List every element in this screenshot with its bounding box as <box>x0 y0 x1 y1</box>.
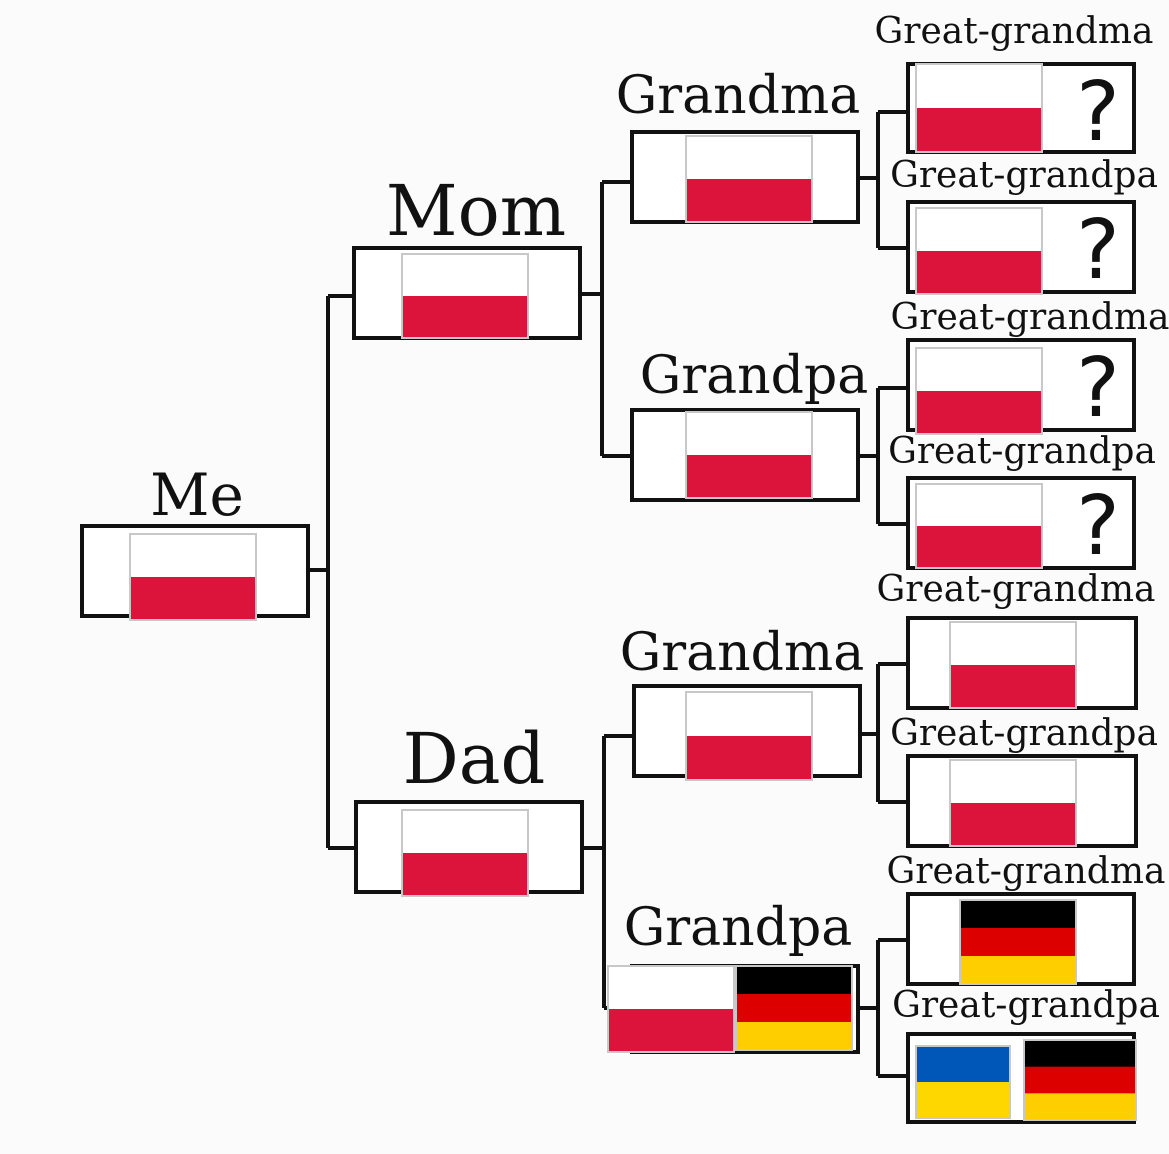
flag-germany-gg7-stripe-2 <box>960 928 1076 957</box>
label-great-grandpa-1: Great-grandpa <box>890 155 1158 196</box>
label-mom: Mom <box>385 170 567 252</box>
flag-poland-gg1-stripe-1 <box>916 64 1042 109</box>
flag-poland-gg1-stripe-2 <box>916 108 1042 153</box>
flag-ukraine-gg8-stripe-1 <box>916 1046 1010 1083</box>
flag-poland-dad_grandpa-border <box>607 965 735 1053</box>
label-great-grandma-4: Great-grandma <box>886 851 1166 892</box>
flag-poland-dad_grandpa-stripe-2 <box>608 1009 734 1053</box>
flag-poland-gg4-stripe-1 <box>916 484 1042 527</box>
flag-poland-dad_grandpa-stripe-1 <box>608 966 734 1010</box>
flag-poland-mom-stripe-2 <box>402 296 528 339</box>
flag-poland-dad-stripe-2 <box>402 853 528 897</box>
flag-germany-dad_grandpa-stripe-3 <box>736 1022 852 1051</box>
flag-poland-gg1-border <box>915 63 1043 153</box>
label-great-grandma-1: Great-grandma <box>874 11 1154 52</box>
unknown-gg1: ? <box>1076 65 1120 160</box>
flag-poland-gg4-stripe-2 <box>916 526 1042 569</box>
flag-poland-mom_grandpa-stripe-1 <box>686 412 812 456</box>
label-dad: Dad <box>402 718 546 800</box>
flag-poland-mom-border <box>401 253 529 339</box>
connector-paternal-grandma <box>858 662 908 804</box>
flag-poland-gg2-stripe-2 <box>916 251 1042 295</box>
flag-germany-dad_grandpa-stripe-2 <box>736 994 852 1023</box>
connector-mom <box>580 180 632 458</box>
flag-germany-gg7-stripe-3 <box>960 956 1076 985</box>
flag-poland-gg5-stripe-2 <box>950 665 1076 709</box>
connector-maternal-grandma <box>858 110 908 250</box>
label-great-grandpa-2: Great-grandpa <box>888 431 1156 472</box>
flag-poland-me-stripe-1 <box>130 534 256 578</box>
flag-poland-gg3-border <box>915 347 1043 435</box>
flag-poland-me-stripe-2 <box>130 577 256 621</box>
flag-germany-gg8-stripe-3 <box>1024 1093 1136 1121</box>
label-great-grandma-3: Great-grandma <box>876 569 1156 610</box>
connector-maternal-grandpa <box>858 386 908 526</box>
flag-poland-dad_grandma-stripe-2 <box>686 736 812 781</box>
flag-germany-dad_grandpa-stripe-1 <box>736 966 852 995</box>
flag-germany-gg7-stripe-1 <box>960 900 1076 929</box>
flag-poland-gg3-stripe-1 <box>916 348 1042 392</box>
flag-poland-dad-stripe-1 <box>402 810 528 854</box>
flag-germany-gg8-stripe-1 <box>1024 1040 1136 1068</box>
flag-poland-gg5-border <box>949 621 1077 709</box>
flag-poland-mom-stripe-1 <box>402 254 528 297</box>
label-maternal-grandpa: Grandpa <box>639 346 869 406</box>
unknown-gg4: ? <box>1076 479 1120 574</box>
flag-poland-gg4-border <box>915 483 1043 569</box>
label-paternal-grandpa: Grandpa <box>623 898 853 958</box>
flag-poland-gg6-stripe-2 <box>950 803 1076 847</box>
label-great-grandpa-4: Great-grandpa <box>892 985 1160 1026</box>
flag-poland-gg2-stripe-1 <box>916 208 1042 252</box>
label-great-grandpa-3: Great-grandpa <box>890 713 1158 754</box>
flag-poland-mom_grandma-stripe-1 <box>686 136 812 180</box>
flag-poland-dad-border <box>401 809 529 897</box>
label-great-grandma-2: Great-grandma <box>890 297 1169 338</box>
flag-ukraine-gg8-stripe-2 <box>916 1082 1010 1119</box>
flag-ukraine-gg8-border <box>915 1045 1011 1119</box>
connector-dad <box>582 734 632 1010</box>
flag-germany-gg7-border <box>959 899 1077 985</box>
flag-poland-dad_grandma-border <box>685 691 813 781</box>
flag-poland-mom_grandpa-border <box>685 411 813 499</box>
flag-germany-gg8-border <box>1023 1039 1137 1121</box>
flag-poland-me-border <box>129 533 257 621</box>
flag-poland-dad_grandma-stripe-1 <box>686 692 812 737</box>
flag-poland-gg6-stripe-1 <box>950 760 1076 804</box>
unknown-gg3: ? <box>1076 341 1120 436</box>
label-maternal-grandma: Grandma <box>615 66 861 126</box>
flag-germany-gg8-stripe-2 <box>1024 1066 1136 1094</box>
flag-poland-mom_grandma-border <box>685 135 813 223</box>
flag-poland-gg3-stripe-2 <box>916 391 1042 435</box>
connector-me <box>308 294 356 850</box>
flag-poland-gg6-border <box>949 759 1077 847</box>
flag-poland-gg2-border <box>915 207 1043 295</box>
flag-poland-gg5-stripe-1 <box>950 622 1076 666</box>
flag-poland-mom_grandpa-stripe-2 <box>686 455 812 499</box>
label-me: Me <box>150 461 244 529</box>
flag-germany-dad_grandpa-border <box>735 965 853 1051</box>
unknown-gg2: ? <box>1076 203 1120 298</box>
label-paternal-grandma: Grandma <box>619 623 865 683</box>
flag-poland-mom_grandma-stripe-2 <box>686 179 812 223</box>
connector-paternal-grandpa <box>858 938 908 1078</box>
